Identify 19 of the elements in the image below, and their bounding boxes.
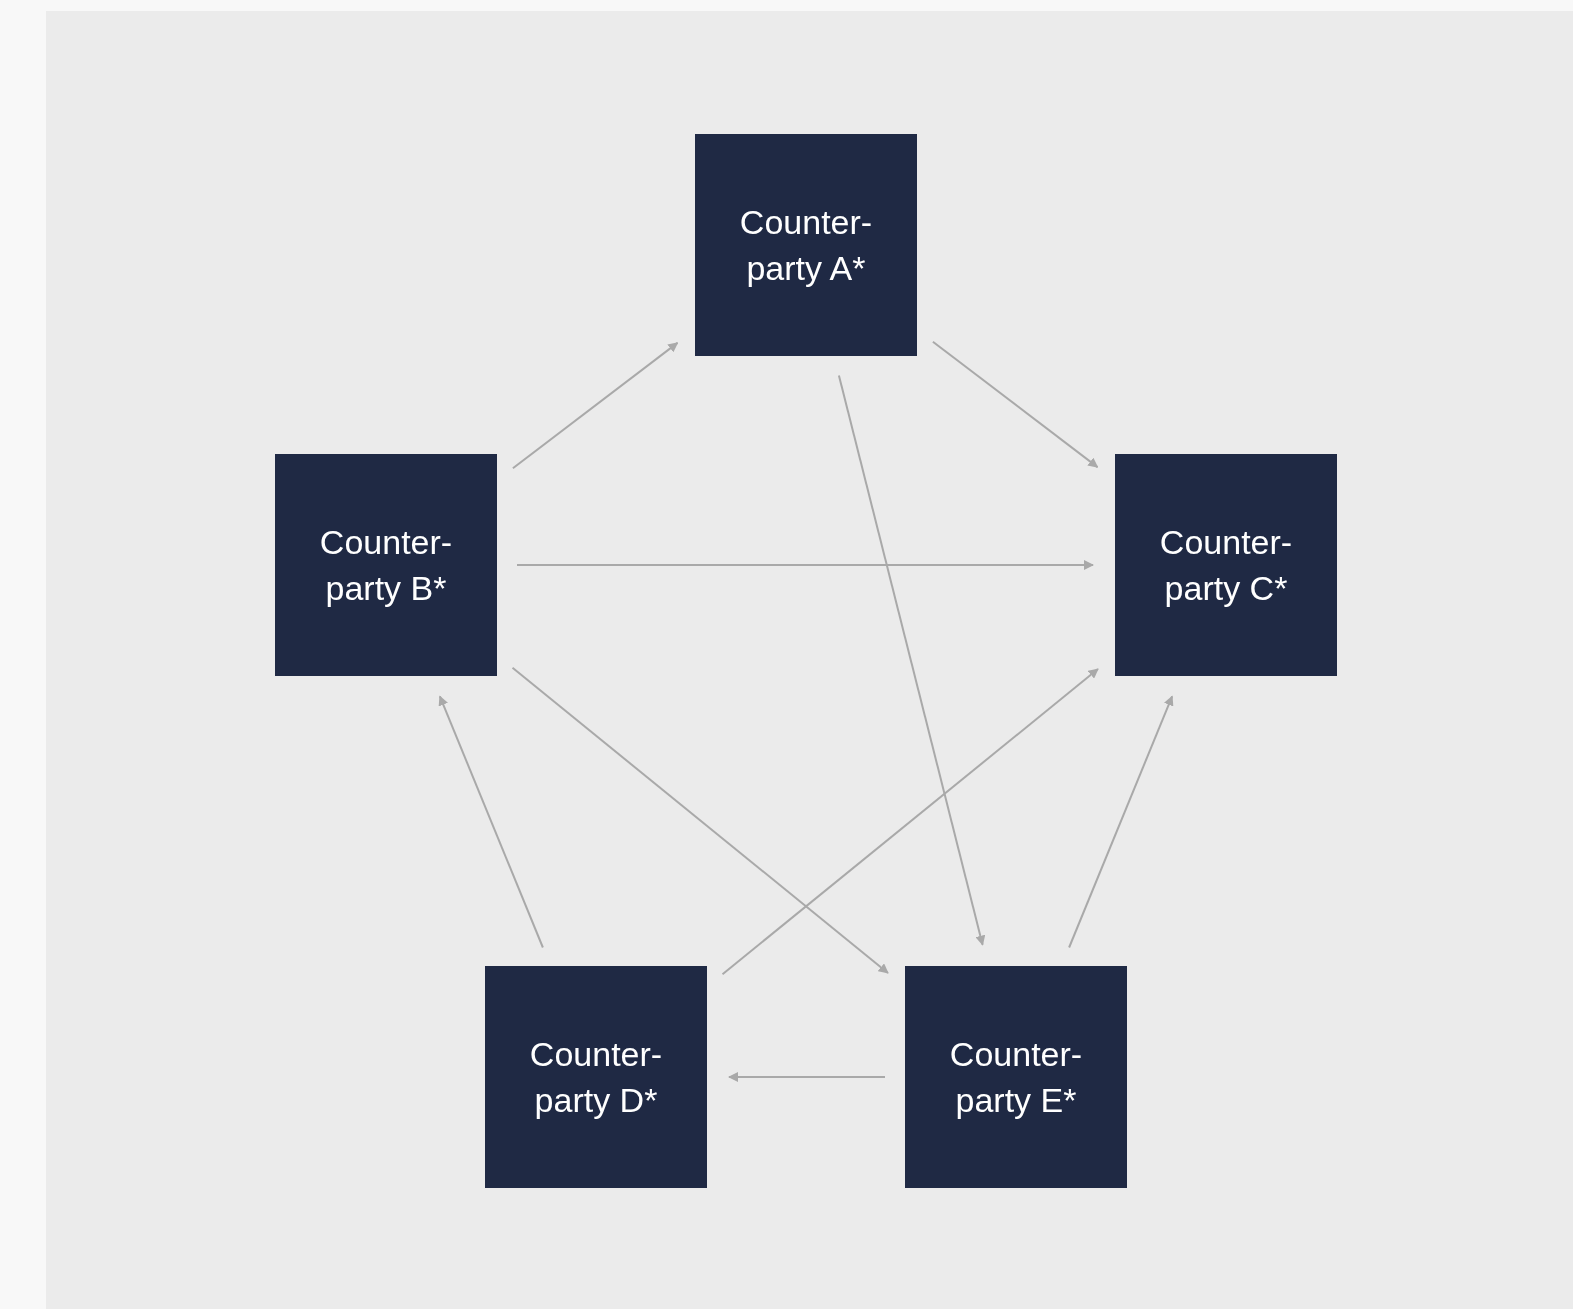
box-label: Counter- party D* [529, 1034, 663, 1121]
box-label: Counter- party B* [319, 522, 453, 609]
arrow [728, 1072, 886, 1082]
box-label: Counter- party E* [949, 1034, 1083, 1121]
box-label: Counter- party A* [739, 202, 873, 289]
arrow [516, 560, 1094, 570]
counterparty-box [275, 454, 497, 676]
arrow [511, 341, 679, 470]
counterparty-box [1115, 454, 1337, 676]
arrow [1068, 695, 1174, 949]
counterparty-box [905, 966, 1127, 1188]
counterparty-box [695, 134, 917, 356]
arrow [931, 340, 1099, 469]
box-label: Counter- party C* [1159, 522, 1293, 609]
arrow [511, 666, 889, 974]
counterparty-box [485, 966, 707, 1188]
arrow [721, 668, 1099, 976]
arrow [837, 374, 986, 946]
arrow [438, 695, 544, 949]
